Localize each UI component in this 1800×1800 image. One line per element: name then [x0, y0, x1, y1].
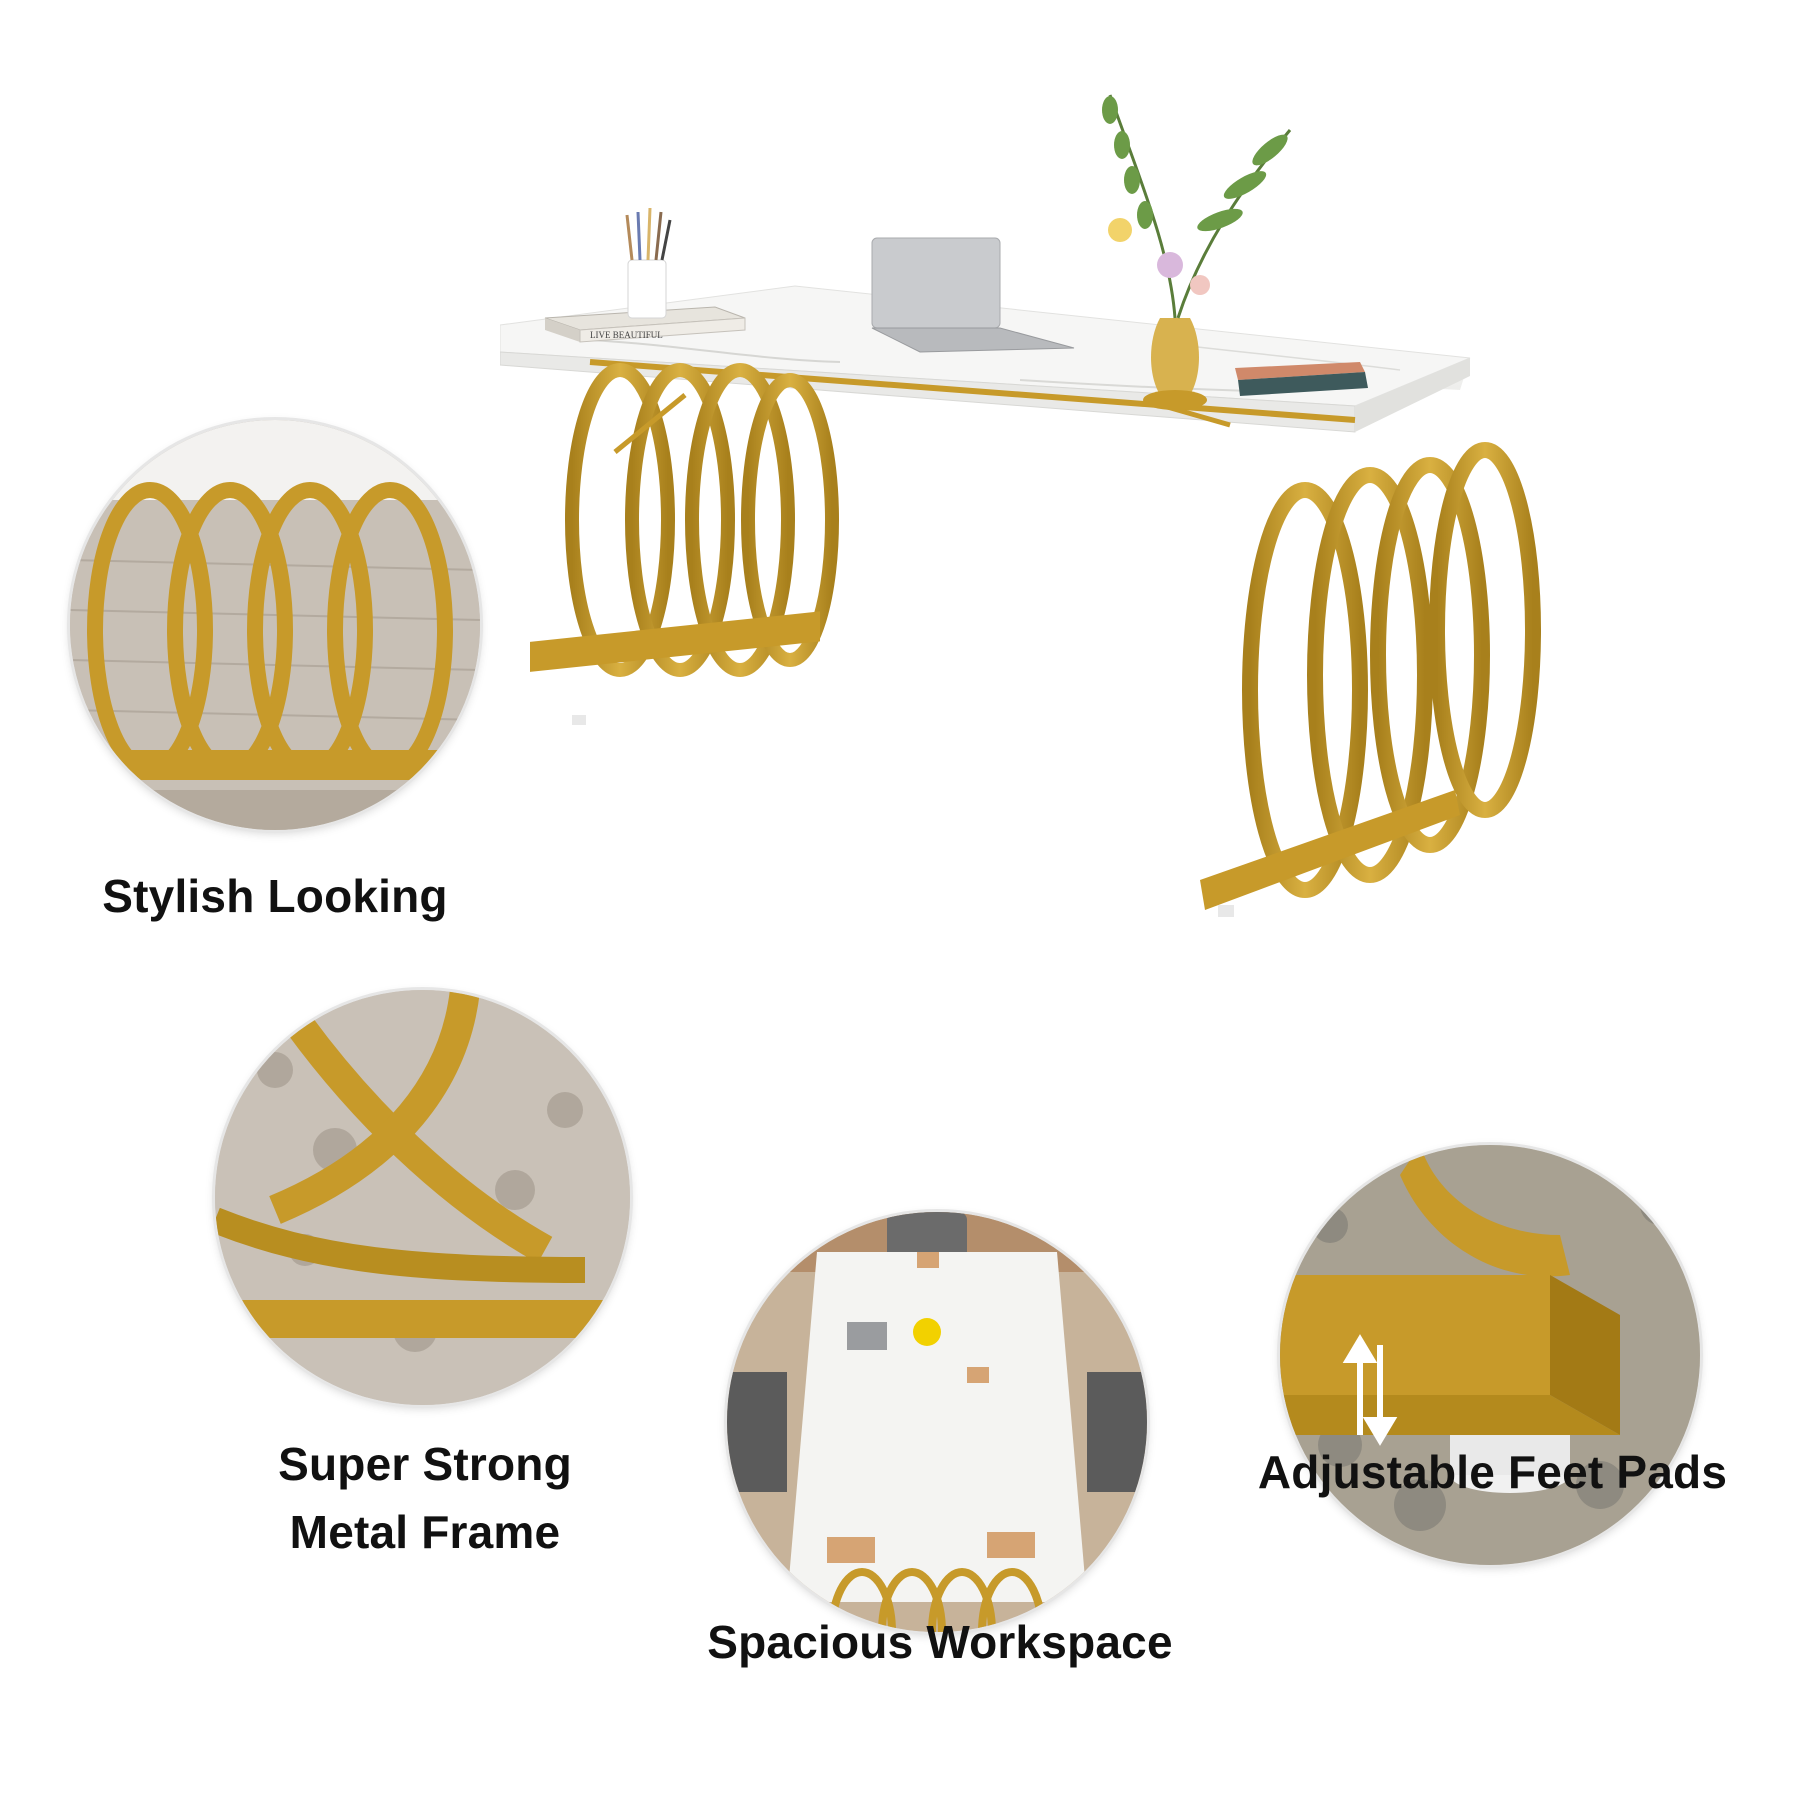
- workspace-feature-image: [727, 1212, 1147, 1632]
- notebook-stack: [1235, 362, 1368, 396]
- feet-feature-image: [1280, 1145, 1700, 1565]
- left-leg: [565, 363, 839, 677]
- strong-feature-image: [215, 990, 630, 1405]
- workspace-caption: Spacious Workspace: [660, 1608, 1220, 1676]
- strong-caption: Super Strong Metal Frame: [190, 1430, 660, 1566]
- stylish-feature-image: [70, 420, 480, 830]
- caption-line: Stylish Looking: [102, 870, 448, 922]
- vase-plant: [1102, 94, 1292, 410]
- caption-line: Adjustable Feet Pads: [1257, 1446, 1728, 1498]
- laptop: [871, 237, 1075, 353]
- caption-line-2: Metal Frame: [289, 1506, 561, 1558]
- up-down-arrows-icon: [1342, 1334, 1398, 1446]
- svg-text:LIVE BEAUTIFUL: LIVE BEAUTIFUL: [590, 330, 663, 340]
- right-leg: [1242, 442, 1541, 898]
- left-leg-base: [530, 611, 820, 672]
- caption-line-1: Super Strong: [278, 1438, 572, 1490]
- pencil-cup: [625, 207, 672, 319]
- feet-caption: Adjustable Feet Pads: [1225, 1438, 1760, 1506]
- caption-line: Spacious Workspace: [707, 1616, 1173, 1668]
- tabletop-side-edge: [1355, 358, 1470, 432]
- desk-hero-image: LIVE BEAUTIFUL: [499, 90, 1800, 1050]
- right-leg-base: [1200, 790, 1460, 910]
- stylish-caption: Stylish Looking: [60, 862, 490, 930]
